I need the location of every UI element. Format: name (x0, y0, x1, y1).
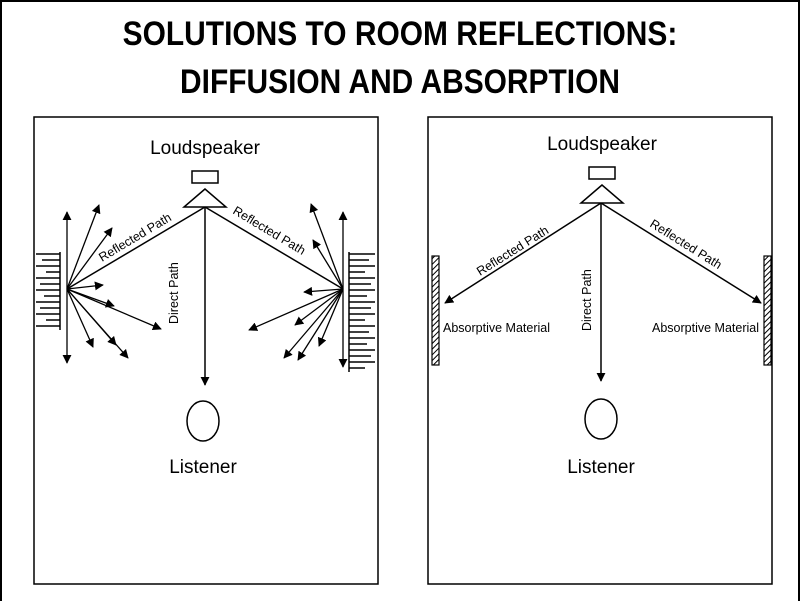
reflected-path-label-left: Reflected Path (96, 210, 174, 264)
absorption-panel: Loudspeaker Direct Path Reflected Path R… (427, 116, 773, 585)
absorptive-panel-left (431, 255, 440, 366)
absorptive-panel-right (763, 255, 772, 366)
diffuser-left (36, 252, 61, 330)
reflected-path-label-right: Reflected Path (647, 217, 724, 272)
figure-title-line-2: DIFFUSION AND ABSORPTION (180, 63, 620, 101)
direct-path-label: Direct Path (167, 262, 181, 324)
listener-icon (186, 400, 220, 442)
diffused-arrows-left (62, 204, 162, 364)
listener-label: Listener (169, 457, 237, 478)
reflected-path-left (66, 206, 206, 290)
absorptive-material-label-right: Absorptive Material (652, 321, 759, 335)
room-outline (33, 116, 379, 585)
loudspeaker-icon (578, 166, 626, 204)
absorptive-material-label-left: Absorptive Material (443, 321, 550, 335)
reflected-path-label-left: Reflected Path (474, 223, 551, 278)
diffuser-right (348, 252, 375, 372)
reflected-path-right (600, 202, 762, 304)
reflected-path-right (204, 206, 344, 290)
listener-icon (584, 398, 618, 440)
loudspeaker-label: Loudspeaker (150, 138, 261, 159)
loudspeaker-label: Loudspeaker (547, 134, 658, 155)
direct-path-label: Direct Path (580, 269, 594, 331)
reflected-path-left (444, 202, 602, 304)
room-outline (427, 116, 773, 585)
loudspeaker-icon (181, 170, 229, 208)
diffused-arrows-right (248, 203, 348, 368)
figure-title-line-1: SOLUTIONS TO ROOM REFLECTIONS: (122, 15, 678, 53)
reflected-path-label-right: Reflected Path (230, 204, 308, 258)
listener-label: Listener (567, 457, 635, 478)
diffusion-panel: Loudspeaker Direct Path Reflected Path R… (33, 116, 379, 585)
